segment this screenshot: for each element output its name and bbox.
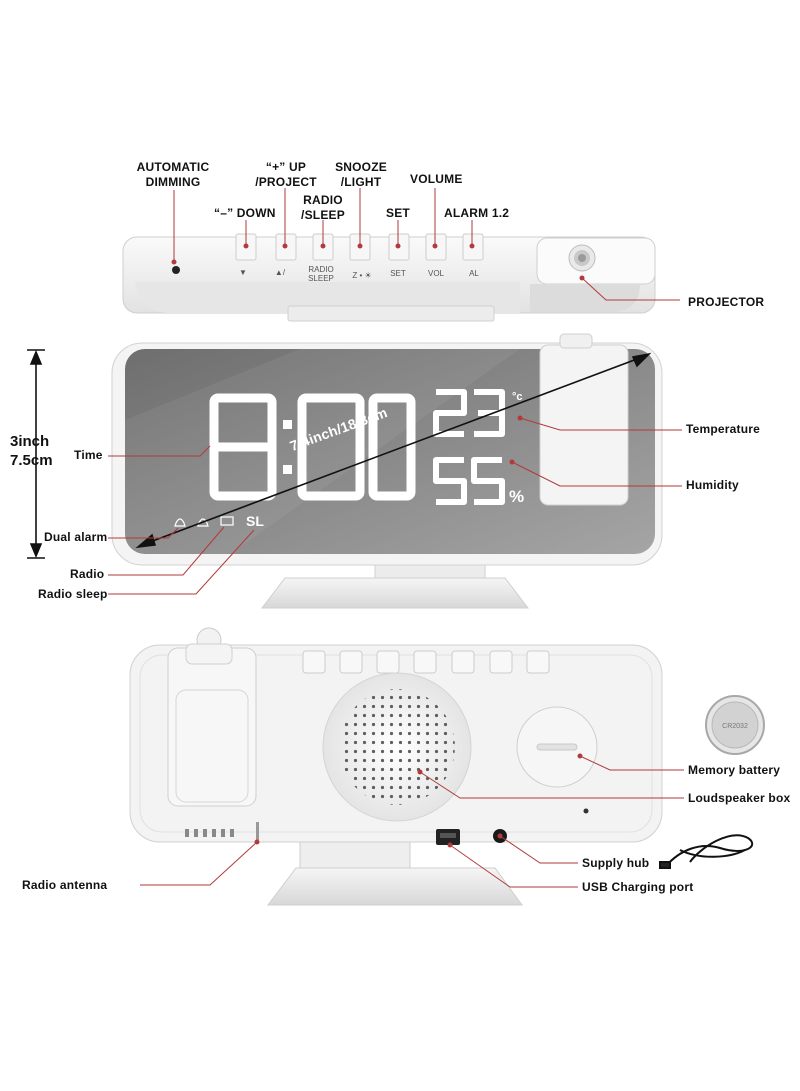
label-supply-hub: Supply hub [582,856,650,870]
vol-print: VOL [428,269,445,278]
svg-text:CR2032: CR2032 [722,723,748,730]
temperature-digits [433,389,505,437]
label-memory-battery: Memory battery [688,763,781,777]
label-radio: Radio [70,567,105,581]
label-usb-charging-port: USB Charging port [582,880,694,894]
label-height-dimension: 3inch 7.5cm [10,433,53,469]
label-loudspeaker-box: Loudspeaker box [688,791,791,805]
set-print: SET [390,269,406,278]
down-print: ▼ [239,268,247,277]
status-icons [174,516,234,527]
label-plus-up-project: “+” UP /PROJECT [255,160,317,189]
radio-icon [220,516,234,526]
coin-battery: CR2032 [705,695,765,755]
al-print: AL [469,269,479,278]
humidity-unit: % [509,487,524,506]
sleep-indicator: SL [246,513,264,529]
radio-print: RADIO [308,265,333,274]
label-projector: PROJECTOR [688,295,765,309]
back-leader-lines [140,753,684,888]
clock-back-view [129,627,663,906]
label-radio-sleep: RADIO /SLEEP [301,193,345,222]
diagonal-dimension-arrow [135,352,652,549]
label-dual-alarm: Dual alarm [44,530,108,544]
label-automatic-dimming: AUTOMATIC DIMMING [136,160,210,189]
alarm1-bell-icon [174,518,186,527]
light-sensor-icon [172,266,180,274]
label-radio-antenna: Radio antenna [22,878,108,892]
label-snooze-light: SNOOZE /LIGHT [335,160,387,189]
label-minus-down: “–” DOWN [214,206,276,220]
humidity-digits [433,457,505,505]
height-dimension-arrow [27,349,45,559]
label-time: Time [74,448,103,462]
label-alarm: ALARM 1.2 [444,206,510,220]
label-radio-sleep-indicator: Radio sleep [38,587,108,601]
label-set: SET [386,206,410,220]
alarm2-bell-icon [197,518,209,527]
temperature-unit: °c [512,391,523,403]
label-temperature: Temperature [686,422,761,436]
top-leader-lines [171,188,680,301]
sleep-print: SLEEP [308,274,334,283]
clock-top-view [122,233,656,322]
top-buttons [235,233,484,261]
front-leader-lines [108,415,682,595]
snooze-print: Z • ☀ [352,271,371,280]
power-cable [659,834,754,869]
up-print: ▲/ [275,268,286,277]
clock-front-view [111,333,663,609]
label-humidity: Humidity [686,478,739,492]
time-digits [209,393,416,501]
label-volume: VOLUME [410,172,463,186]
